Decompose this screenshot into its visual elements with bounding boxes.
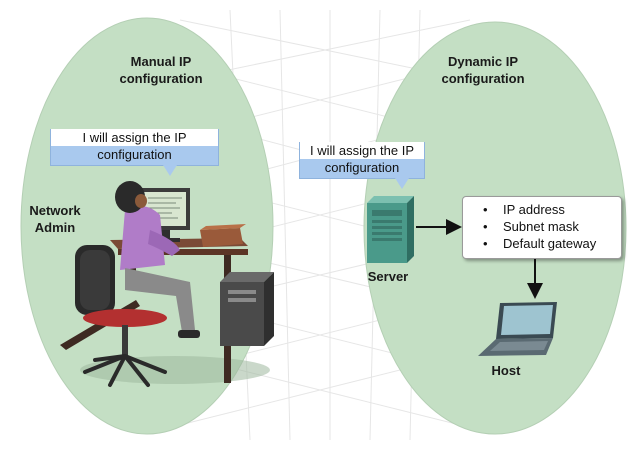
admin-speech-line2: configuration <box>97 147 172 162</box>
dynamic-title-line2: configuration <box>441 71 525 86</box>
dynamic-title-line1: Dynamic IP <box>447 54 519 69</box>
server-icon <box>367 196 414 263</box>
admin-label-line2: Admin <box>34 220 76 235</box>
server-speech-line2: configuration <box>324 160 400 175</box>
laptop-icon <box>478 302 557 356</box>
server-label: Server <box>367 269 409 284</box>
host-label: Host <box>491 363 521 378</box>
admin-speech-line1: I will assign the IP <box>51 129 218 146</box>
server-speech-line1: I will assign the IP <box>300 142 424 159</box>
dynamic-config-title: Dynamic IP configuration <box>418 53 548 87</box>
network-admin-label: Network Admin <box>18 202 92 236</box>
ip-config-box: IP address Subnet mask Default gateway <box>462 196 622 259</box>
admin-speech-bubble: I will assign the IP configuration <box>50 129 219 176</box>
network-admin-illustration <box>60 181 274 387</box>
ip-config-item-subnet-mask: Subnet mask <box>483 218 621 235</box>
manual-config-title: Manual IP configuration <box>96 53 226 87</box>
ip-config-item-default-gateway: Default gateway <box>483 235 621 252</box>
manual-title-line2: configuration <box>119 71 203 86</box>
ip-config-list: IP address Subnet mask Default gateway <box>463 197 621 252</box>
ip-config-item-ip-address: IP address <box>483 201 621 218</box>
admin-label-line1: Network <box>29 203 81 218</box>
server-speech-bubble: I will assign the IP configuration <box>299 142 425 189</box>
manual-title-line1: Manual IP <box>130 54 192 69</box>
